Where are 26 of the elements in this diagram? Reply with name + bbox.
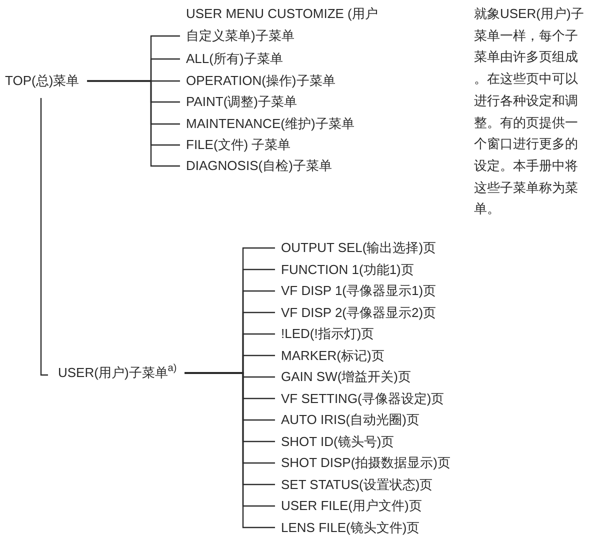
menu-label: USER(用户)子菜单$^{a)}$ — [58, 362, 177, 384]
menu-label: SET STATUS(设置状态)页 — [281, 474, 433, 496]
menu-label: TOP(总)菜单 — [5, 70, 80, 92]
menu-label: SHOT ID(镜头号)页 — [281, 430, 394, 452]
menu-label: ALL(所有)子菜单 — [186, 48, 283, 70]
menu-label: USER FILE(用户文件)页 — [281, 495, 422, 517]
connector-line — [40, 98, 48, 376]
menu-label: LENS FILE(镜头文件)页 — [281, 516, 420, 538]
menu-label: VF DISP 2(寻像器显示2)页 — [281, 302, 436, 324]
menu-label: OUTPUT SEL(输出选择)页 — [281, 237, 436, 259]
menu-label: MAINTENANCE(维护)子菜单 — [186, 113, 354, 135]
note-text: 就象USER(用户)子菜单一样，每个子菜单由许多页组成。在这些页中可以进行各种设定和调整。有的页提供一个窗口进行更多的设定。本手册中将这些子菜单称为菜单。 — [474, 5, 584, 218]
menu-label: FILE(文件) 子菜单 — [186, 134, 291, 156]
menu-label: DIAGNOSIS(自检)子菜单 — [186, 155, 332, 177]
menu-label: USER MENU CUSTOMIZE (用户自定义菜单)子菜单 — [186, 3, 386, 47]
connector-line — [87, 80, 180, 167]
menu-label: FUNCTION 1(功能1)页 — [281, 258, 414, 280]
menu-label: VF DISP 1(寻像器显示1)页 — [281, 280, 436, 302]
menu-label: OPERATION(操作)子菜单 — [186, 70, 336, 92]
menu-label: !LED(!指示灯)页 — [281, 323, 374, 345]
menu-label: VF SETTING(寻像器设定)页 — [281, 388, 444, 410]
menu-label: GAIN SW(增益开关)页 — [281, 366, 411, 388]
menu-label: PAINT(调整)子菜单 — [186, 91, 297, 113]
menu-label: SHOT DISP(拍摄数据显示)页 — [281, 452, 450, 474]
menu-label: MARKER(标记)页 — [281, 344, 384, 366]
menu-label: AUTO IRIS(自动光圈)页 — [281, 409, 420, 431]
